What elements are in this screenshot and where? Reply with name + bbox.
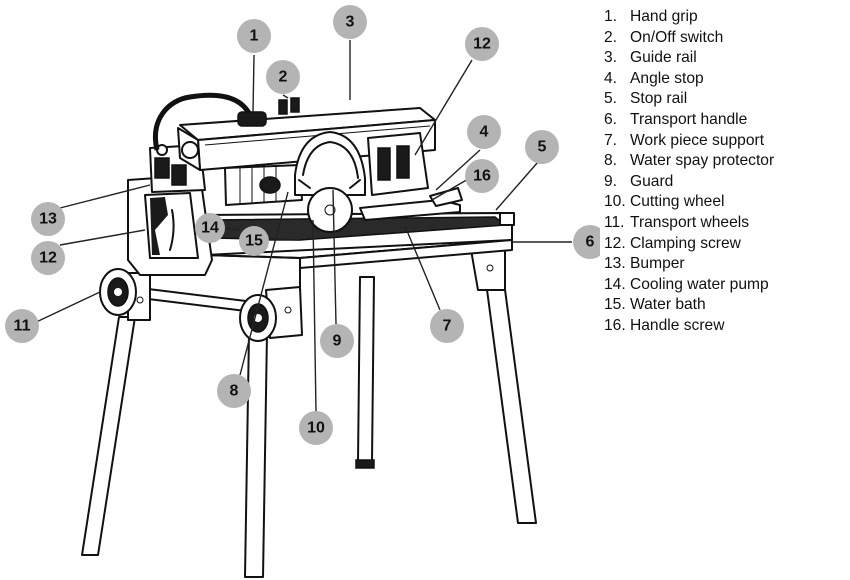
svg-text:6: 6 — [586, 234, 595, 251]
legend-item: 1.Hand grip — [604, 8, 698, 25]
callout-12-top: 12 — [465, 27, 499, 61]
callout-15: 15 — [239, 226, 269, 256]
callout-8: 8 — [217, 374, 251, 408]
callout-7: 7 — [430, 309, 464, 343]
callout-16: 16 — [465, 159, 499, 193]
stop-rail-housing — [359, 132, 463, 221]
legend-item: 8.Water spay protector — [604, 152, 775, 170]
svg-text:1: 1 — [250, 28, 259, 45]
svg-text:2: 2 — [279, 69, 288, 86]
legend-item: 13.Bumper — [604, 255, 685, 273]
callout-4: 4 — [467, 115, 501, 149]
legend-item: 11.Transport wheels — [604, 213, 750, 231]
transport-wheel-right — [239, 294, 277, 342]
svg-text:4: 4 — [480, 124, 489, 141]
svg-text:15: 15 — [245, 233, 263, 250]
cutting-wheel — [307, 187, 353, 233]
svg-text:11: 11 — [14, 318, 31, 335]
callout-13: 13 — [31, 202, 65, 236]
blade-guard — [294, 131, 366, 196]
svg-text:13: 13 — [39, 211, 57, 228]
legend-item: 12.Clamping screw — [604, 234, 741, 252]
svg-text:9: 9 — [333, 333, 342, 350]
callout-14: 14 — [195, 213, 225, 243]
svg-text:16: 16 — [473, 168, 491, 185]
svg-text:5: 5 — [538, 139, 547, 156]
callout-3: 3 — [333, 5, 367, 39]
legend-item: 15.Water bath — [604, 296, 706, 314]
power-cable — [153, 92, 253, 151]
legend-item: 4.Angle stop — [604, 69, 704, 87]
tile-saw-drawing — [81, 92, 537, 578]
legend-item: 14.Cooling water pump — [604, 275, 769, 293]
svg-text:3: 3 — [346, 14, 355, 31]
callout-6: 6 — [573, 225, 600, 259]
motor — [224, 164, 303, 206]
callout-10: 10 — [299, 411, 333, 445]
parts-legend: 1.Hand grip 2.On/Off switch 3.Guide rail… — [604, 7, 850, 337]
svg-text:14: 14 — [201, 220, 219, 237]
legend-item: 16.Handle screw — [604, 316, 725, 334]
legend-item: 9.Guard — [604, 172, 674, 190]
legend-item: 5.Stop rail — [604, 90, 688, 108]
svg-text:10: 10 — [307, 420, 325, 437]
svg-text:7: 7 — [443, 318, 452, 335]
callout-1: 1 — [237, 19, 271, 53]
svg-text:8: 8 — [230, 383, 239, 400]
svg-text:12: 12 — [473, 36, 491, 53]
tile-saw-diagram: 1 2 3 12 4 5 16 6 7 9 8 10 11 12 13 14 1 — [5, 5, 600, 578]
hand-grip-and-switch — [237, 97, 300, 127]
callout-11: 11 — [5, 309, 39, 343]
legend-item: 6.Transport handle — [604, 110, 748, 128]
legend-item: 2.On/Off switch — [604, 28, 724, 46]
legend-item: 7.Work piece support — [604, 131, 765, 149]
leader-lines — [31, 40, 572, 413]
svg-text:12: 12 — [39, 250, 57, 267]
callout-2: 2 — [266, 60, 300, 94]
side-housing — [127, 174, 213, 276]
legend-item: 3.Guide rail — [604, 49, 697, 67]
callout-12-left: 12 — [31, 241, 65, 275]
callout-5: 5 — [525, 130, 559, 164]
legend-item: 10.Cutting wheel — [604, 193, 725, 211]
callout-9: 9 — [320, 324, 354, 358]
transport-wheel-left — [99, 268, 137, 316]
